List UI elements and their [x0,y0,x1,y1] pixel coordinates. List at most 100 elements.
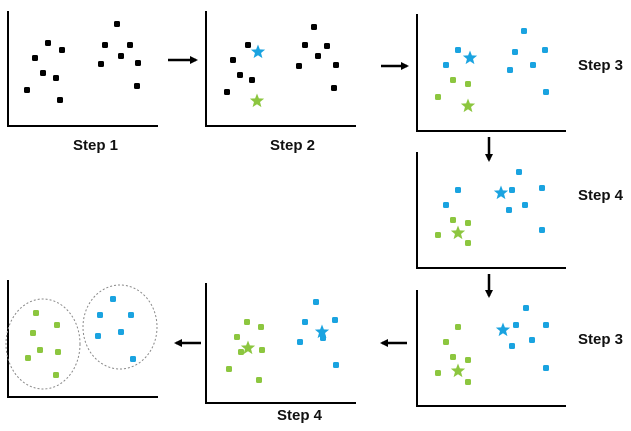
data-point-step4_bottom-7 [313,299,319,305]
data-point-step4_mid-3 [509,187,515,193]
panel-step3-top-axes [416,14,566,132]
step3-top-label: Step 3 [578,57,624,74]
data-marks [24,21,549,385]
data-point-step3_bottom-8 [543,322,549,328]
data-point-step2-6 [302,42,308,48]
data-point-step2-0 [245,42,251,48]
data-point-step2-11 [331,85,337,91]
data-point-step3_top-5 [530,62,536,68]
centroid-star-step3_top-1 [460,98,476,113]
data-point-final-12 [130,356,136,362]
data-point-final-6 [53,372,59,378]
data-point-step4_bottom-5 [226,366,232,372]
data-point-final-10 [118,329,124,335]
data-point-step1-0 [45,40,51,46]
data-point-step3_top-2 [521,28,527,34]
data-point-step3_bottom-11 [543,365,549,371]
data-point-step2-3 [249,77,255,83]
data-point-step3_top-1 [443,62,449,68]
panel-final-axes [7,280,158,398]
step3-bottom-label: Step 3 [578,331,624,348]
data-point-final-7 [110,296,116,302]
data-point-step4_mid-1 [443,202,449,208]
data-point-step4_mid-5 [522,202,528,208]
data-point-step1-2 [32,55,38,61]
data-point-step1-12 [135,60,141,66]
panel-step4-mid-axes [416,152,566,269]
data-point-final-0 [33,310,39,316]
panel-step2-axes [205,11,356,127]
step1-label: Step 1 [73,137,119,154]
axes [7,11,566,407]
data-point-step1-11 [98,61,104,67]
centroid-star-step4_bottom-0 [314,324,330,339]
centroid-star-step3_bottom-0 [495,322,511,337]
data-point-step1-6 [57,97,63,103]
data-point-step1-13 [134,83,140,89]
step2-label: Step 2 [270,137,316,154]
centroid-star-step2-0 [250,44,266,59]
data-point-step2-7 [324,43,330,49]
data-point-step2-4 [224,89,230,95]
data-point-step1-9 [127,42,133,48]
data-point-step1-1 [59,47,65,53]
data-point-step1-7 [114,21,120,27]
data-point-step4_mid-0 [455,187,461,193]
data-point-step3_top-4 [542,47,548,53]
data-point-step2-10 [333,62,339,68]
data-point-step4_mid-2 [516,169,522,175]
data-point-step4_mid-10 [435,232,441,238]
data-point-step4_bottom-0 [244,319,250,325]
data-point-step1-10 [118,53,124,59]
data-point-step2-1 [230,57,236,63]
panel-step1-axes [7,11,158,127]
data-point-step4_bottom-11 [297,339,303,345]
data-point-final-2 [30,330,36,336]
data-point-step3_top-10 [435,94,441,100]
data-point-step2-8 [315,53,321,59]
data-point-step3_top-0 [455,47,461,53]
data-point-step1-3 [40,70,46,76]
cluster-ellipse-green [5,298,81,390]
data-point-step2-2 [237,72,243,78]
data-point-step4_mid-4 [539,185,545,191]
flow-arrows [168,56,493,347]
centroid-star-step3_bottom-1 [450,363,466,378]
centroid-star-step2-1 [249,93,265,108]
data-point-step3_top-7 [543,89,549,95]
cluster-ellipse-blue [82,284,158,370]
data-point-final-11 [95,333,101,339]
data-point-step4_bottom-9 [332,317,338,323]
data-point-step3_top-9 [465,81,471,87]
data-point-step3_bottom-4 [435,370,441,376]
data-point-step1-5 [24,87,30,93]
data-point-step4_bottom-8 [302,319,308,325]
data-point-step4_bottom-3 [259,347,265,353]
data-point-step3_bottom-1 [443,339,449,345]
centroid-star-step4_mid-0 [493,185,509,200]
cluster-ellipses [5,284,158,390]
data-point-step4_bottom-12 [333,362,339,368]
centroid-star-step4_bottom-1 [240,340,256,355]
data-point-final-1 [54,322,60,328]
data-point-step2-5 [311,24,317,30]
data-point-step3_bottom-7 [513,322,519,328]
data-point-step4_mid-11 [465,240,471,246]
data-point-step3_bottom-6 [523,305,529,311]
centroid-star-step3_top-0 [462,50,478,65]
data-point-step4_mid-7 [539,227,545,233]
data-point-step3_top-8 [450,77,456,83]
step4-bottom-label: Step 4 [277,407,323,424]
data-point-step4_bottom-4 [238,349,244,355]
data-point-step2-9 [296,63,302,69]
data-point-step3_bottom-10 [509,343,515,349]
data-point-final-5 [25,355,31,361]
panel-step3-bottom-axes [416,290,566,407]
centroid-star-step4_mid-1 [450,225,466,240]
data-point-step4_bottom-2 [258,324,264,330]
data-point-step3_bottom-3 [465,357,471,363]
data-point-step4_bottom-1 [234,334,240,340]
data-point-step1-8 [102,42,108,48]
data-point-final-9 [128,312,134,318]
